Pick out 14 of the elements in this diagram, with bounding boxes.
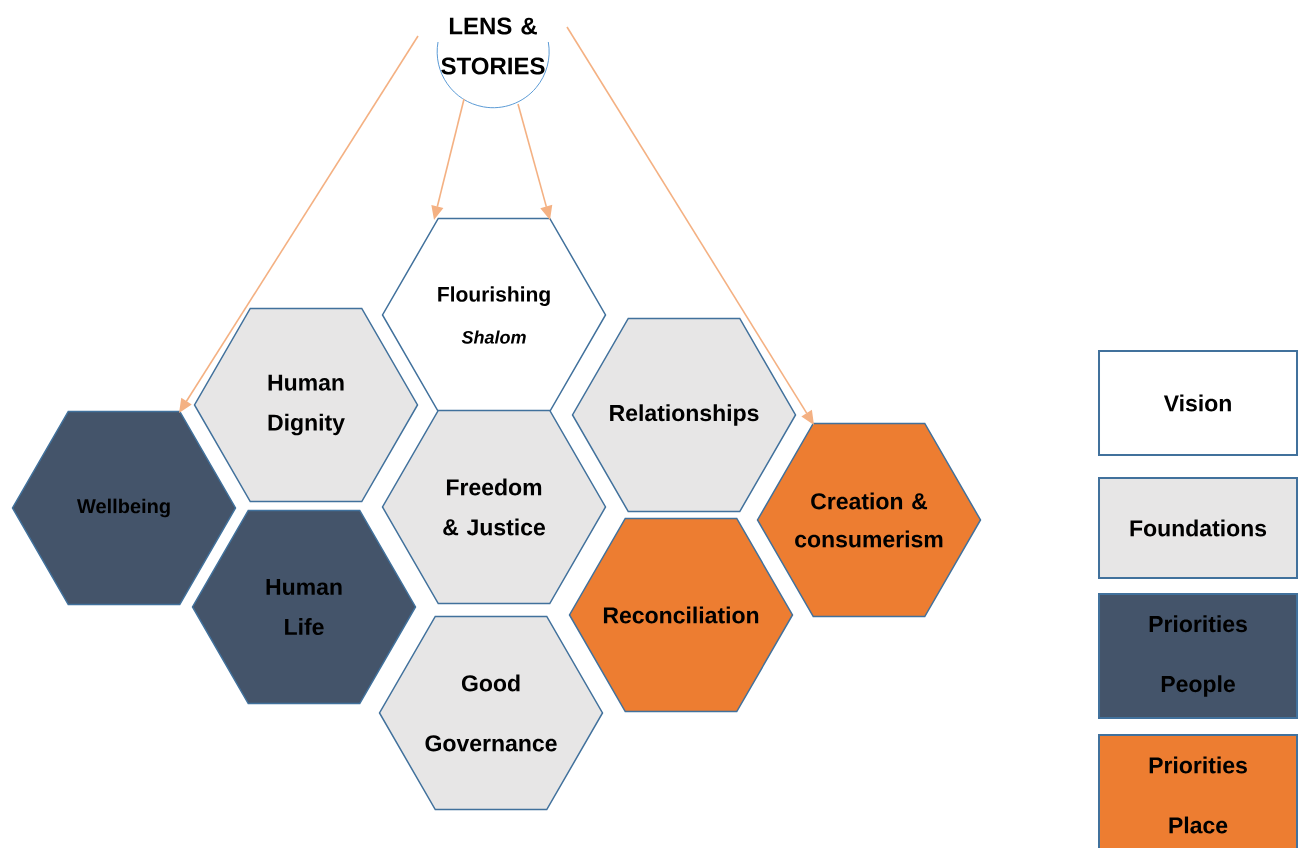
arrow — [566, 26, 814, 425]
arrow — [179, 35, 419, 413]
hexagon: Human Life — [191, 509, 417, 705]
hexagon: Flourishing Shalom — [381, 217, 607, 413]
hexagon: Good Governance — [378, 615, 604, 811]
legend-item: Vision — [1098, 350, 1298, 456]
legend-item: Priorities People — [1098, 593, 1298, 719]
hexagon: Human Dignity — [193, 307, 419, 503]
legend-item: Priorities Place — [1098, 734, 1298, 848]
hexagon: Wellbeing — [11, 410, 237, 606]
hexagon: Relationships — [571, 317, 797, 513]
legend-item: Foundations — [1098, 477, 1298, 579]
hexagon: Freedom & Justice — [381, 409, 607, 605]
hexagon: Reconciliation — [568, 517, 794, 713]
